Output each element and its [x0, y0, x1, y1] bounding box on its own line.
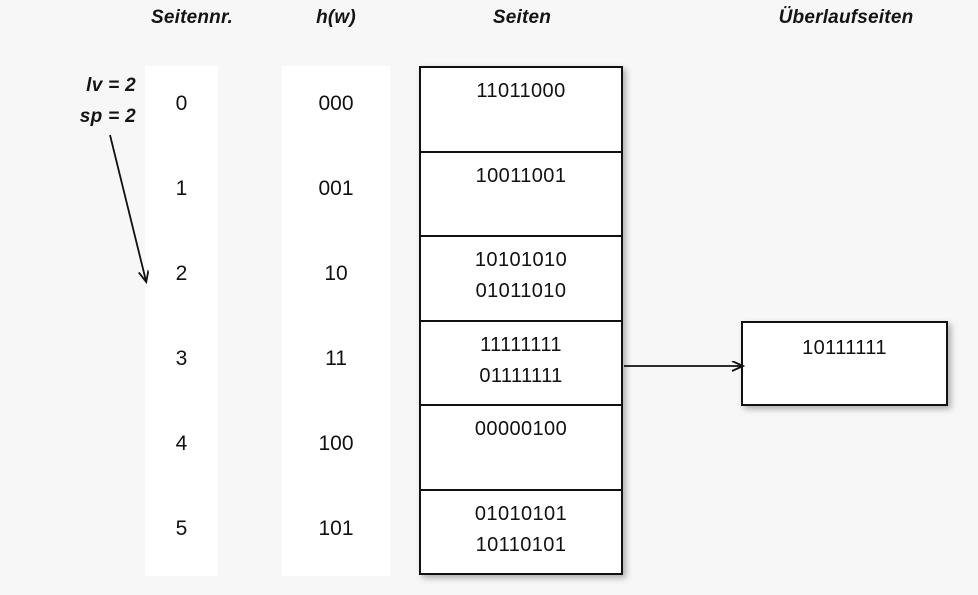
- column-hw: 000 001 10 11 100 101: [282, 66, 390, 576]
- overflow-page-box: 10111111: [741, 321, 948, 406]
- column-header-hw: h(w): [316, 7, 356, 28]
- record-value: 10101010: [474, 249, 568, 271]
- page-row: 11011000: [421, 68, 621, 153]
- record-value: 11011000: [476, 80, 566, 102]
- seiten-table: 11011000 10011001 10101010 01011010 1111…: [419, 66, 623, 575]
- seitennr-cell: 5: [175, 517, 188, 540]
- hw-cell: 001: [318, 177, 354, 200]
- parameter-block: lv = 2 sp = 2: [18, 70, 136, 132]
- column-header-seiten: Seiten: [492, 7, 552, 28]
- page-row: 00000100: [421, 406, 621, 491]
- column-seitennr: 0 1 2 3 4 5: [145, 66, 218, 576]
- seitennr-cell: 1: [175, 177, 188, 200]
- column-header-seitennr: Seitennr.: [150, 7, 234, 28]
- param-lv: lv = 2: [86, 75, 136, 96]
- hw-cell: 101: [318, 517, 354, 540]
- seitennr-cell: 4: [175, 432, 188, 455]
- column-header-ueberlaufseiten: Überlaufseiten: [778, 7, 914, 28]
- hw-cell: 100: [318, 432, 354, 455]
- page-row: 01010101 10110101: [421, 491, 621, 574]
- hw-cell: 11: [325, 347, 347, 370]
- hw-cell: 000: [318, 92, 354, 115]
- split-pointer-arrow: [109, 134, 146, 281]
- record-value: 00000100: [474, 418, 568, 440]
- record-value: 01111111: [479, 364, 563, 387]
- param-sp: sp = 2: [79, 106, 136, 127]
- seitennr-cell: 2: [175, 262, 188, 285]
- page-row: 10011001: [421, 153, 621, 237]
- record-value: 10011001: [475, 164, 567, 187]
- record-value: 11111111: [480, 333, 562, 356]
- record-value: 01010101: [474, 502, 568, 525]
- record-value: 10110101: [475, 533, 567, 556]
- hw-cell: 10: [324, 262, 348, 285]
- page-row: 11111111 01111111: [421, 322, 621, 406]
- record-value: 10111111: [802, 337, 887, 359]
- seitennr-cell: 3: [175, 347, 188, 370]
- page-row: 10101010 01011010: [421, 237, 621, 322]
- seitennr-cell: 0: [175, 92, 188, 115]
- record-value: 01011010: [475, 280, 567, 302]
